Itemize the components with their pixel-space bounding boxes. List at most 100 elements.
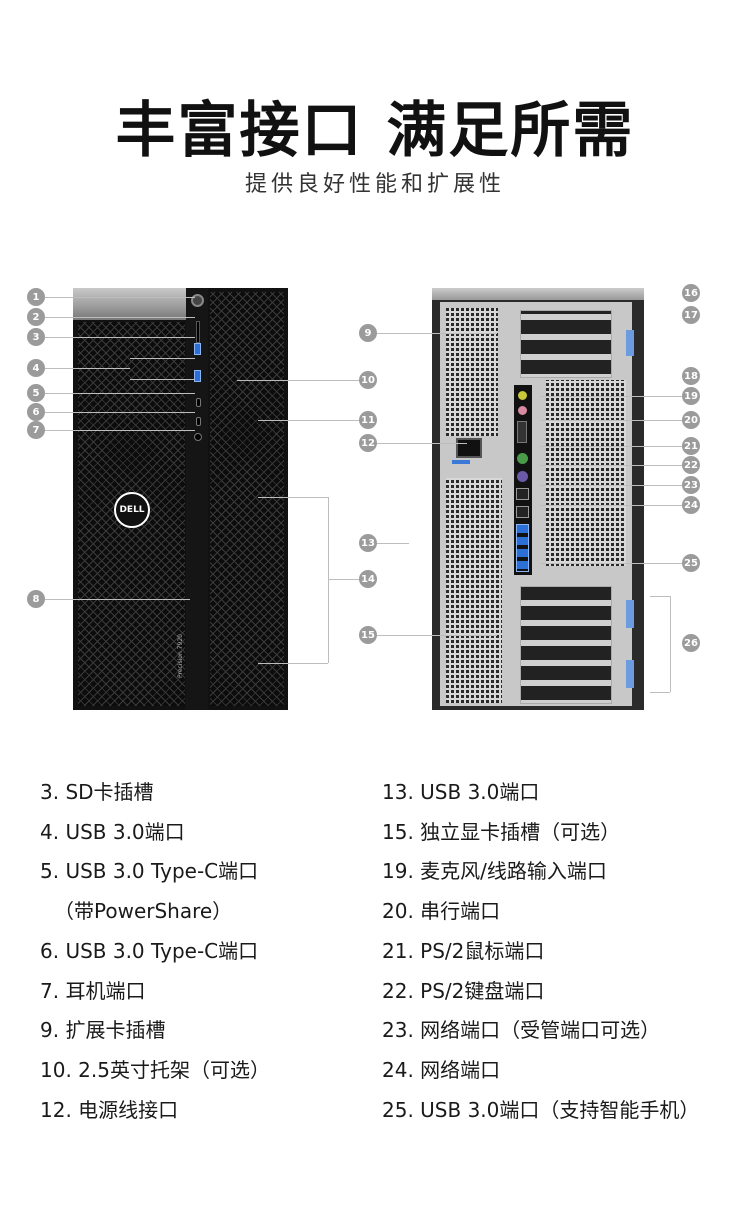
- ps2-keyboard-port: [517, 471, 528, 482]
- callout-badge: 14: [359, 570, 377, 588]
- leader-line: [237, 380, 359, 381]
- leader-line: [45, 317, 195, 318]
- power-latch: [452, 460, 470, 464]
- callout-badge: 5: [27, 384, 45, 402]
- legend-item: （带PowerShare）: [54, 899, 233, 924]
- legend-item: 21. PS/2鼠标端口: [382, 938, 545, 963]
- leader-line: [45, 412, 195, 413]
- top-handle: [73, 288, 186, 320]
- leader-line: [540, 465, 682, 466]
- front-tower-image: DELL Precision 7920: [73, 288, 288, 710]
- callout-badge: 22: [682, 456, 700, 474]
- top-edge: [432, 288, 644, 300]
- upper-expansion-slots: [520, 310, 612, 378]
- leader-line: [258, 497, 328, 498]
- leader-line: [377, 443, 467, 444]
- callout-badge: 17: [682, 306, 700, 324]
- legend-item: 4. USB 3.0端口: [40, 819, 185, 844]
- usb-c-port-1: [196, 398, 201, 407]
- callout-badge: 18: [682, 367, 700, 385]
- leader-line: [540, 446, 682, 447]
- power-connector: [456, 438, 482, 458]
- callout-badge: 4: [27, 359, 45, 377]
- legend-item: 22. PS/2键盘端口: [382, 978, 545, 1003]
- callout-badge: 6: [27, 403, 45, 421]
- rear-usb-ports: [516, 524, 529, 572]
- callout-badge: 8: [27, 590, 45, 608]
- leader-line: [540, 420, 682, 421]
- callout-badge: 12: [359, 434, 377, 452]
- ps2-mouse-port: [517, 453, 528, 464]
- leader-line: [45, 393, 195, 394]
- leader-line: [540, 505, 682, 506]
- leader-line: [328, 497, 329, 663]
- callout-badge: 2: [27, 308, 45, 326]
- legend-right: 13. USB 3.0端口 15. 独立显卡插槽（可选） 19. 麦克风/线路输…: [382, 773, 699, 1130]
- back-tower-image: [432, 288, 644, 710]
- callout-badge: 10: [359, 371, 377, 389]
- legend-item: 19. 麦克风/线路输入端口: [382, 859, 607, 884]
- callout-badge: 13: [359, 534, 377, 552]
- lower-left-vent: [446, 478, 502, 703]
- leader-line: [45, 368, 130, 369]
- legend-item: 6. USB 3.0 Type-C端口: [40, 938, 259, 963]
- leader-line: [45, 297, 195, 298]
- usb-port-2: [194, 370, 201, 382]
- leader-line: [540, 563, 682, 564]
- legend-item: 10. 2.5英寸托架（可选）: [40, 1057, 270, 1082]
- legend-item: 25. USB 3.0端口（支持智能手机）: [382, 1097, 700, 1122]
- blue-latch-bottom-2: [626, 660, 634, 688]
- callout-badge: 15: [359, 626, 377, 644]
- model-label: Precision 7920: [177, 634, 184, 678]
- leader-line: [130, 379, 195, 380]
- line-in-port: [518, 406, 527, 415]
- page-subtitle: 提供良好性能和扩展性: [244, 172, 505, 197]
- leader-line: [45, 430, 195, 431]
- callout-badge: 19: [682, 387, 700, 405]
- callout-badge: 21: [682, 437, 700, 455]
- legend-left: 3. SD卡插槽 4. USB 3.0端口 5. USB 3.0 Type-C端…: [40, 773, 270, 1130]
- power-button-icon: [191, 294, 204, 307]
- network-port-1: [516, 488, 529, 500]
- legend-item: 12. 电源线接口: [40, 1097, 179, 1122]
- leader-line: [377, 635, 497, 636]
- callout-badge: 24: [682, 496, 700, 514]
- callout-badge: 1: [27, 288, 45, 306]
- legend-item: 5. USB 3.0 Type-C端口: [40, 859, 259, 884]
- leader-line: [258, 663, 328, 664]
- callout-badge: 16: [682, 284, 700, 302]
- callout-badge: 20: [682, 411, 700, 429]
- callout-badge: 23: [682, 476, 700, 494]
- leader-line: [258, 420, 359, 421]
- front-right-mesh: [210, 292, 284, 706]
- network-port-2: [516, 506, 529, 518]
- leader-line: [45, 599, 190, 600]
- legend-item: 23. 网络端口（受管端口可选）: [382, 1018, 661, 1043]
- psu-vent: [446, 308, 498, 436]
- callout-badge: 7: [27, 421, 45, 439]
- callout-badge: 25: [682, 554, 700, 572]
- lower-expansion-slots: [520, 586, 612, 704]
- page-title: 丰富接口 满足所需: [115, 96, 635, 166]
- legend-item: 15. 独立显卡插槽（可选）: [382, 819, 621, 844]
- leader-line: [377, 543, 409, 544]
- right-vent: [546, 380, 626, 566]
- mic-port: [518, 391, 527, 400]
- legend-item: 7. 耳机端口: [40, 978, 146, 1003]
- legend-item: 9. 扩展卡插槽: [40, 1018, 166, 1043]
- blue-latch-top: [626, 330, 634, 356]
- blue-latch-bottom-1: [626, 600, 634, 628]
- leader-line: [45, 337, 195, 338]
- legend-item: 20. 串行端口: [382, 899, 501, 924]
- leader-line: [377, 333, 497, 334]
- leader-line: [540, 396, 682, 397]
- legend-item: 13. USB 3.0端口: [382, 780, 540, 804]
- leader-line: [328, 579, 359, 580]
- legend-item: 24. 网络端口: [382, 1057, 501, 1082]
- sd-card-slot: [196, 321, 200, 343]
- leader-line: [130, 358, 195, 359]
- callout-badge: 11: [359, 411, 377, 429]
- dell-logo: DELL: [114, 492, 150, 528]
- leader-line: [650, 596, 670, 597]
- leader-line: [670, 596, 671, 692]
